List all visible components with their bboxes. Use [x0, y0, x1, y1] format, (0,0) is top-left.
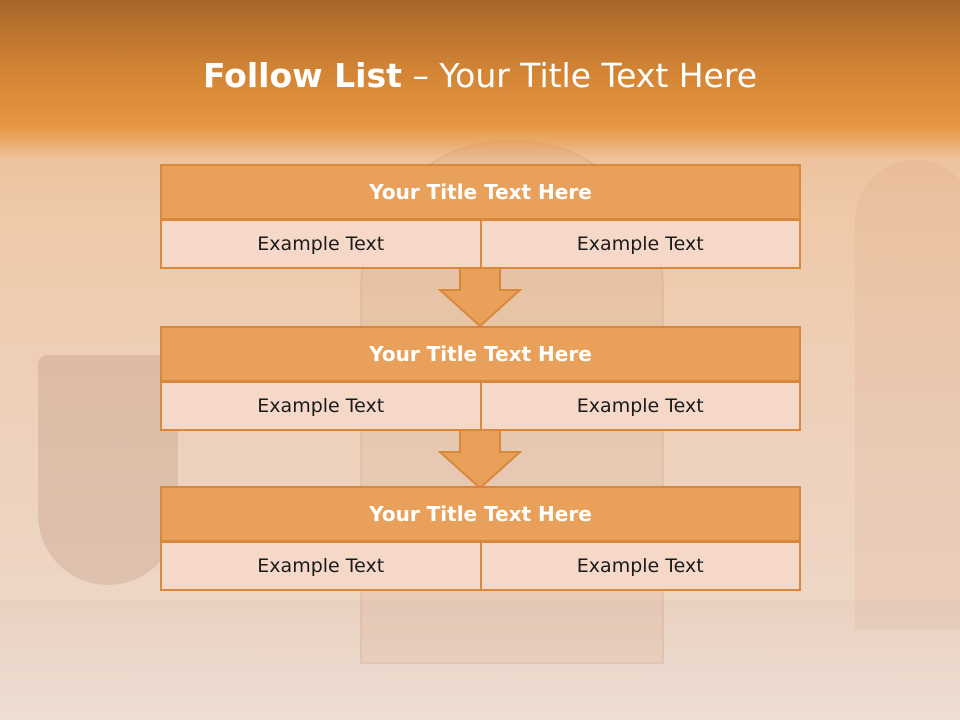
block-cell-right: Example Text — [479, 541, 801, 591]
block-title: Your Title Text Here — [160, 164, 801, 220]
block-cell-left: Example Text — [160, 541, 482, 591]
background-arch-right — [855, 160, 960, 630]
block-cell-right: Example Text — [479, 381, 801, 431]
list-block-3: Your Title Text Here Example Text Exampl… — [160, 486, 801, 591]
block-cell-left: Example Text — [160, 381, 482, 431]
list-block-1: Your Title Text Here Example Text Exampl… — [160, 164, 801, 269]
background-urn — [38, 355, 178, 585]
page-title-rest: – Your Title Text Here — [412, 56, 758, 95]
down-arrow-icon — [438, 268, 522, 328]
down-arrow-icon — [438, 430, 522, 490]
header-band — [0, 0, 960, 160]
block-row: Example Text Example Text — [160, 541, 801, 591]
block-cell-left: Example Text — [160, 219, 482, 269]
page-title: Follow List – Your Title Text Here — [0, 52, 960, 100]
page-title-bold: Follow List — [202, 56, 402, 95]
list-block-2: Your Title Text Here Example Text Exampl… — [160, 326, 801, 431]
block-row: Example Text Example Text — [160, 381, 801, 431]
block-title: Your Title Text Here — [160, 326, 801, 382]
block-title: Your Title Text Here — [160, 486, 801, 542]
block-cell-right: Example Text — [479, 219, 801, 269]
block-row: Example Text Example Text — [160, 219, 801, 269]
